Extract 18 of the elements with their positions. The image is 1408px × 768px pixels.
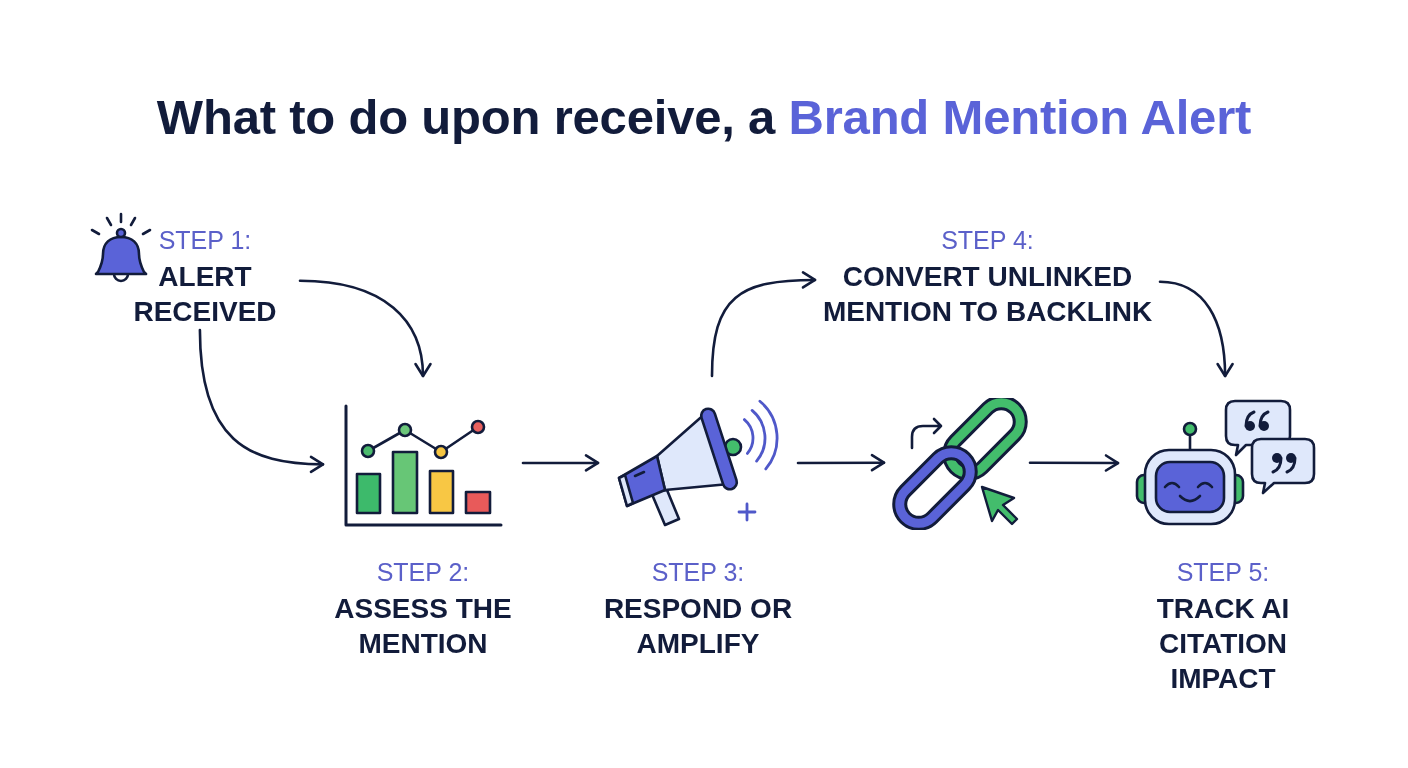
step-label: STEP 3: <box>651 557 745 588</box>
arrow <box>710 271 817 378</box>
step-label: STEP 5: <box>1176 557 1270 588</box>
step-title: RESPOND OR AMPLIFY <box>602 592 794 661</box>
title: What to do upon receive, a Brand Mention Alert <box>156 89 1252 146</box>
arrow <box>298 279 432 378</box>
step-label: STEP 1: <box>158 225 252 256</box>
step-title: TRACK AI CITATION IMPACT <box>1155 592 1291 696</box>
step-title: CONVERT UNLINKED MENTION TO BACKLINK <box>821 260 1154 329</box>
arrow <box>1028 454 1120 472</box>
arrow <box>1158 280 1234 378</box>
step-label: STEP 2: <box>376 557 470 588</box>
arrow <box>198 328 325 473</box>
step-title: ALERT RECEIVED <box>132 260 278 329</box>
arrow <box>521 454 600 472</box>
step-title: ASSESS THE MENTION <box>333 592 513 661</box>
arrow <box>796 453 886 472</box>
step-label: STEP 4: <box>941 225 1034 256</box>
